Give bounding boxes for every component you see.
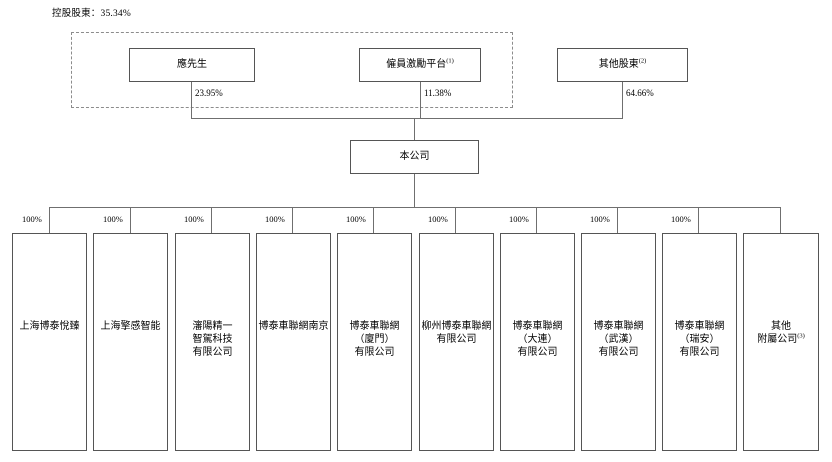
node-subsidiary-liuzhou-botai[interactable]: 柳州博泰車聯網 有限公司 [419, 233, 494, 451]
subsidiary-line: 有限公司 [598, 347, 639, 359]
node-subsidiary-botai-xiamen[interactable]: 博泰車聯網 （廈門） 有限公司 [337, 233, 412, 451]
connector-subsidiary-vertical [780, 207, 781, 233]
stake-label-subsidiary-3: 100% [184, 214, 204, 224]
stake-label-subsidiary-6: 100% [428, 214, 448, 224]
connector-subsidiary-vertical [455, 207, 456, 233]
subsidiary-line: 有限公司 [679, 347, 720, 359]
subsidiary-line: （廈門） [354, 334, 395, 346]
connector-subsidiary-vertical [292, 207, 293, 233]
stake-label-subsidiary-1: 100% [22, 214, 42, 224]
footnote-marker-1: (1) [446, 58, 454, 66]
node-subsidiary-botai-ruian[interactable]: 博泰車聯網 （瑞安） 有限公司 [662, 233, 737, 451]
subsidiary-line: 瀋陽精一 [192, 321, 233, 332]
connector-subsidiary-vertical [373, 207, 374, 233]
node-subsidiary-other-subsidiaries[interactable]: 其他 附屬公司(3) [743, 233, 819, 451]
subsidiary-line: 博泰車聯網 [512, 321, 563, 332]
connector-subsidiary-bus [49, 207, 780, 208]
connector-bus-to-company [414, 118, 415, 140]
node-subsidiary-shanghai-qingan-zhineng[interactable]: 上海擎感智能 [93, 233, 168, 451]
subsidiary-line: 博泰車聯網 [593, 321, 644, 332]
connector-subsidiary-vertical [536, 207, 537, 233]
connector-subsidiary-vertical [617, 207, 618, 233]
connector-company-to-bus [414, 174, 415, 207]
stake-label-chairman: 23.95% [195, 88, 223, 98]
connector-subsidiary-vertical [49, 207, 50, 233]
node-subsidiary-shanghai-botai-yuezhen[interactable]: 上海博泰悅臻 [12, 233, 87, 451]
subsidiary-line: 有限公司 [354, 347, 395, 359]
controlling-shareholder-caption: 控股股東：35.34% [52, 9, 131, 19]
subsidiary-line: 柳州博泰車聯網 [421, 321, 492, 332]
node-subsidiary-botai-dalian[interactable]: 博泰車聯網 （大連） 有限公司 [500, 233, 575, 451]
subsidiary-line: 其他 [771, 321, 791, 332]
stake-label-subsidiary-7: 100% [509, 214, 529, 224]
node-other-shareholders[interactable]: 其他股東(2) [557, 48, 688, 82]
connector-esop-vertical [420, 82, 421, 118]
node-chairman[interactable]: 應先生 [129, 48, 255, 82]
subsidiary-line: 博泰車聯網南京 [258, 321, 329, 332]
connector-subsidiary-vertical [211, 207, 212, 233]
node-other-shareholders-label: 其他股東 [598, 59, 639, 71]
node-the-company[interactable]: 本公司 [350, 140, 479, 174]
subsidiary-line: 附屬公司 [757, 334, 798, 346]
node-subsidiary-shenyang-jingyi[interactable]: 瀋陽精一 智駕科技 有限公司 [175, 233, 250, 451]
stake-label-subsidiary-9: 100% [671, 214, 691, 224]
stake-label-esop: 11.38% [424, 88, 452, 98]
connector-subsidiary-vertical [698, 207, 699, 233]
subsidiary-line: （瑞安） [679, 334, 720, 346]
stake-label-subsidiary-8: 100% [590, 214, 610, 224]
subsidiary-line: 有限公司 [517, 347, 558, 359]
controlling-shareholder-group [71, 32, 513, 108]
subsidiary-line: 博泰車聯網 [349, 321, 400, 332]
connector-top-bus [191, 118, 623, 119]
stake-label-subsidiary-5: 100% [346, 214, 366, 224]
subsidiary-line: 上海擎感智能 [100, 321, 161, 332]
connector-others-vertical [622, 82, 623, 118]
footnote-marker-2: (2) [638, 58, 647, 66]
stake-label-others: 64.66% [626, 88, 654, 98]
subsidiary-line: 有限公司 [192, 347, 233, 359]
footnote-marker-3: (3) [797, 332, 805, 340]
node-subsidiary-botai-wuhan[interactable]: 博泰車聯網 （武漢） 有限公司 [581, 233, 656, 451]
node-employee-incentive-platform[interactable]: 僱員激勵平台(1) [359, 48, 481, 82]
stake-label-subsidiary-4: 100% [265, 214, 285, 224]
subsidiary-line: 有限公司 [436, 334, 477, 346]
node-employee-incentive-platform-label: 僱員激勵平台 [386, 59, 447, 71]
subsidiary-line: 上海博泰悅臻 [19, 321, 80, 332]
subsidiary-line: （武漢） [598, 334, 639, 346]
subsidiary-line: 博泰車聯網 [674, 321, 725, 332]
node-the-company-label: 本公司 [399, 151, 430, 163]
connector-subsidiary-vertical [130, 207, 131, 233]
node-chairman-label: 應先生 [177, 59, 207, 71]
stake-label-subsidiary-2: 100% [103, 214, 123, 224]
connector-chairman-vertical [191, 82, 192, 118]
subsidiary-line: 智駕科技 [192, 334, 233, 346]
node-subsidiary-botai-chelianwang-nanjing[interactable]: 博泰車聯網南京 [256, 233, 331, 451]
subsidiary-line: （大連） [517, 334, 558, 346]
